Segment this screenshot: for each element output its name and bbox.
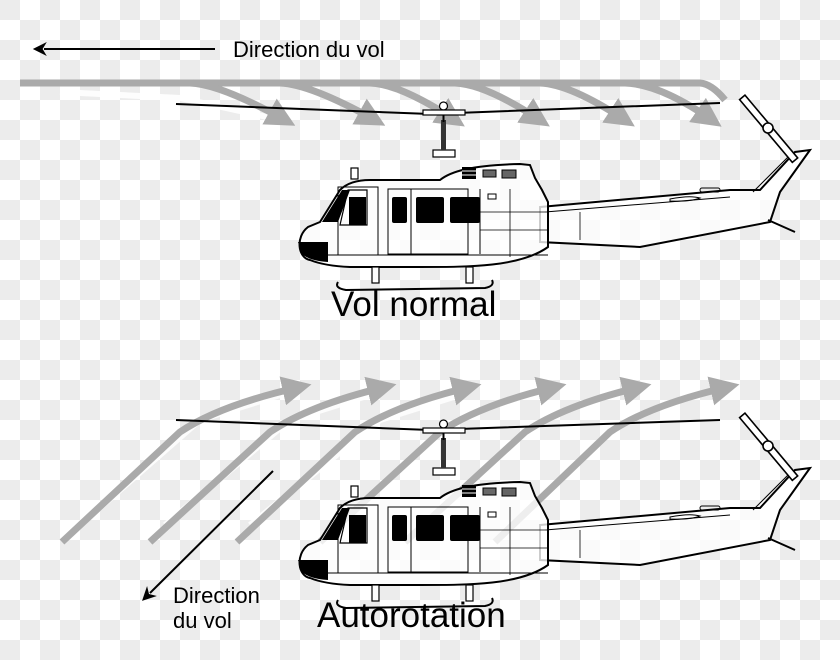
normal-flight-title: Vol normal xyxy=(331,285,497,324)
top-panel xyxy=(20,42,811,292)
bottom-panel xyxy=(59,376,811,609)
helicopter-autorotation xyxy=(297,412,811,609)
flight-direction-label-bottom: Direction du vol xyxy=(173,583,260,633)
helicopter-normal xyxy=(297,94,811,292)
autorotation-title: Autorotation xyxy=(317,596,506,635)
flight-direction-arrow-diagonal xyxy=(142,470,274,601)
flight-direction-label: Direction du vol xyxy=(233,37,385,62)
airflow-arrows-normal xyxy=(20,79,728,127)
